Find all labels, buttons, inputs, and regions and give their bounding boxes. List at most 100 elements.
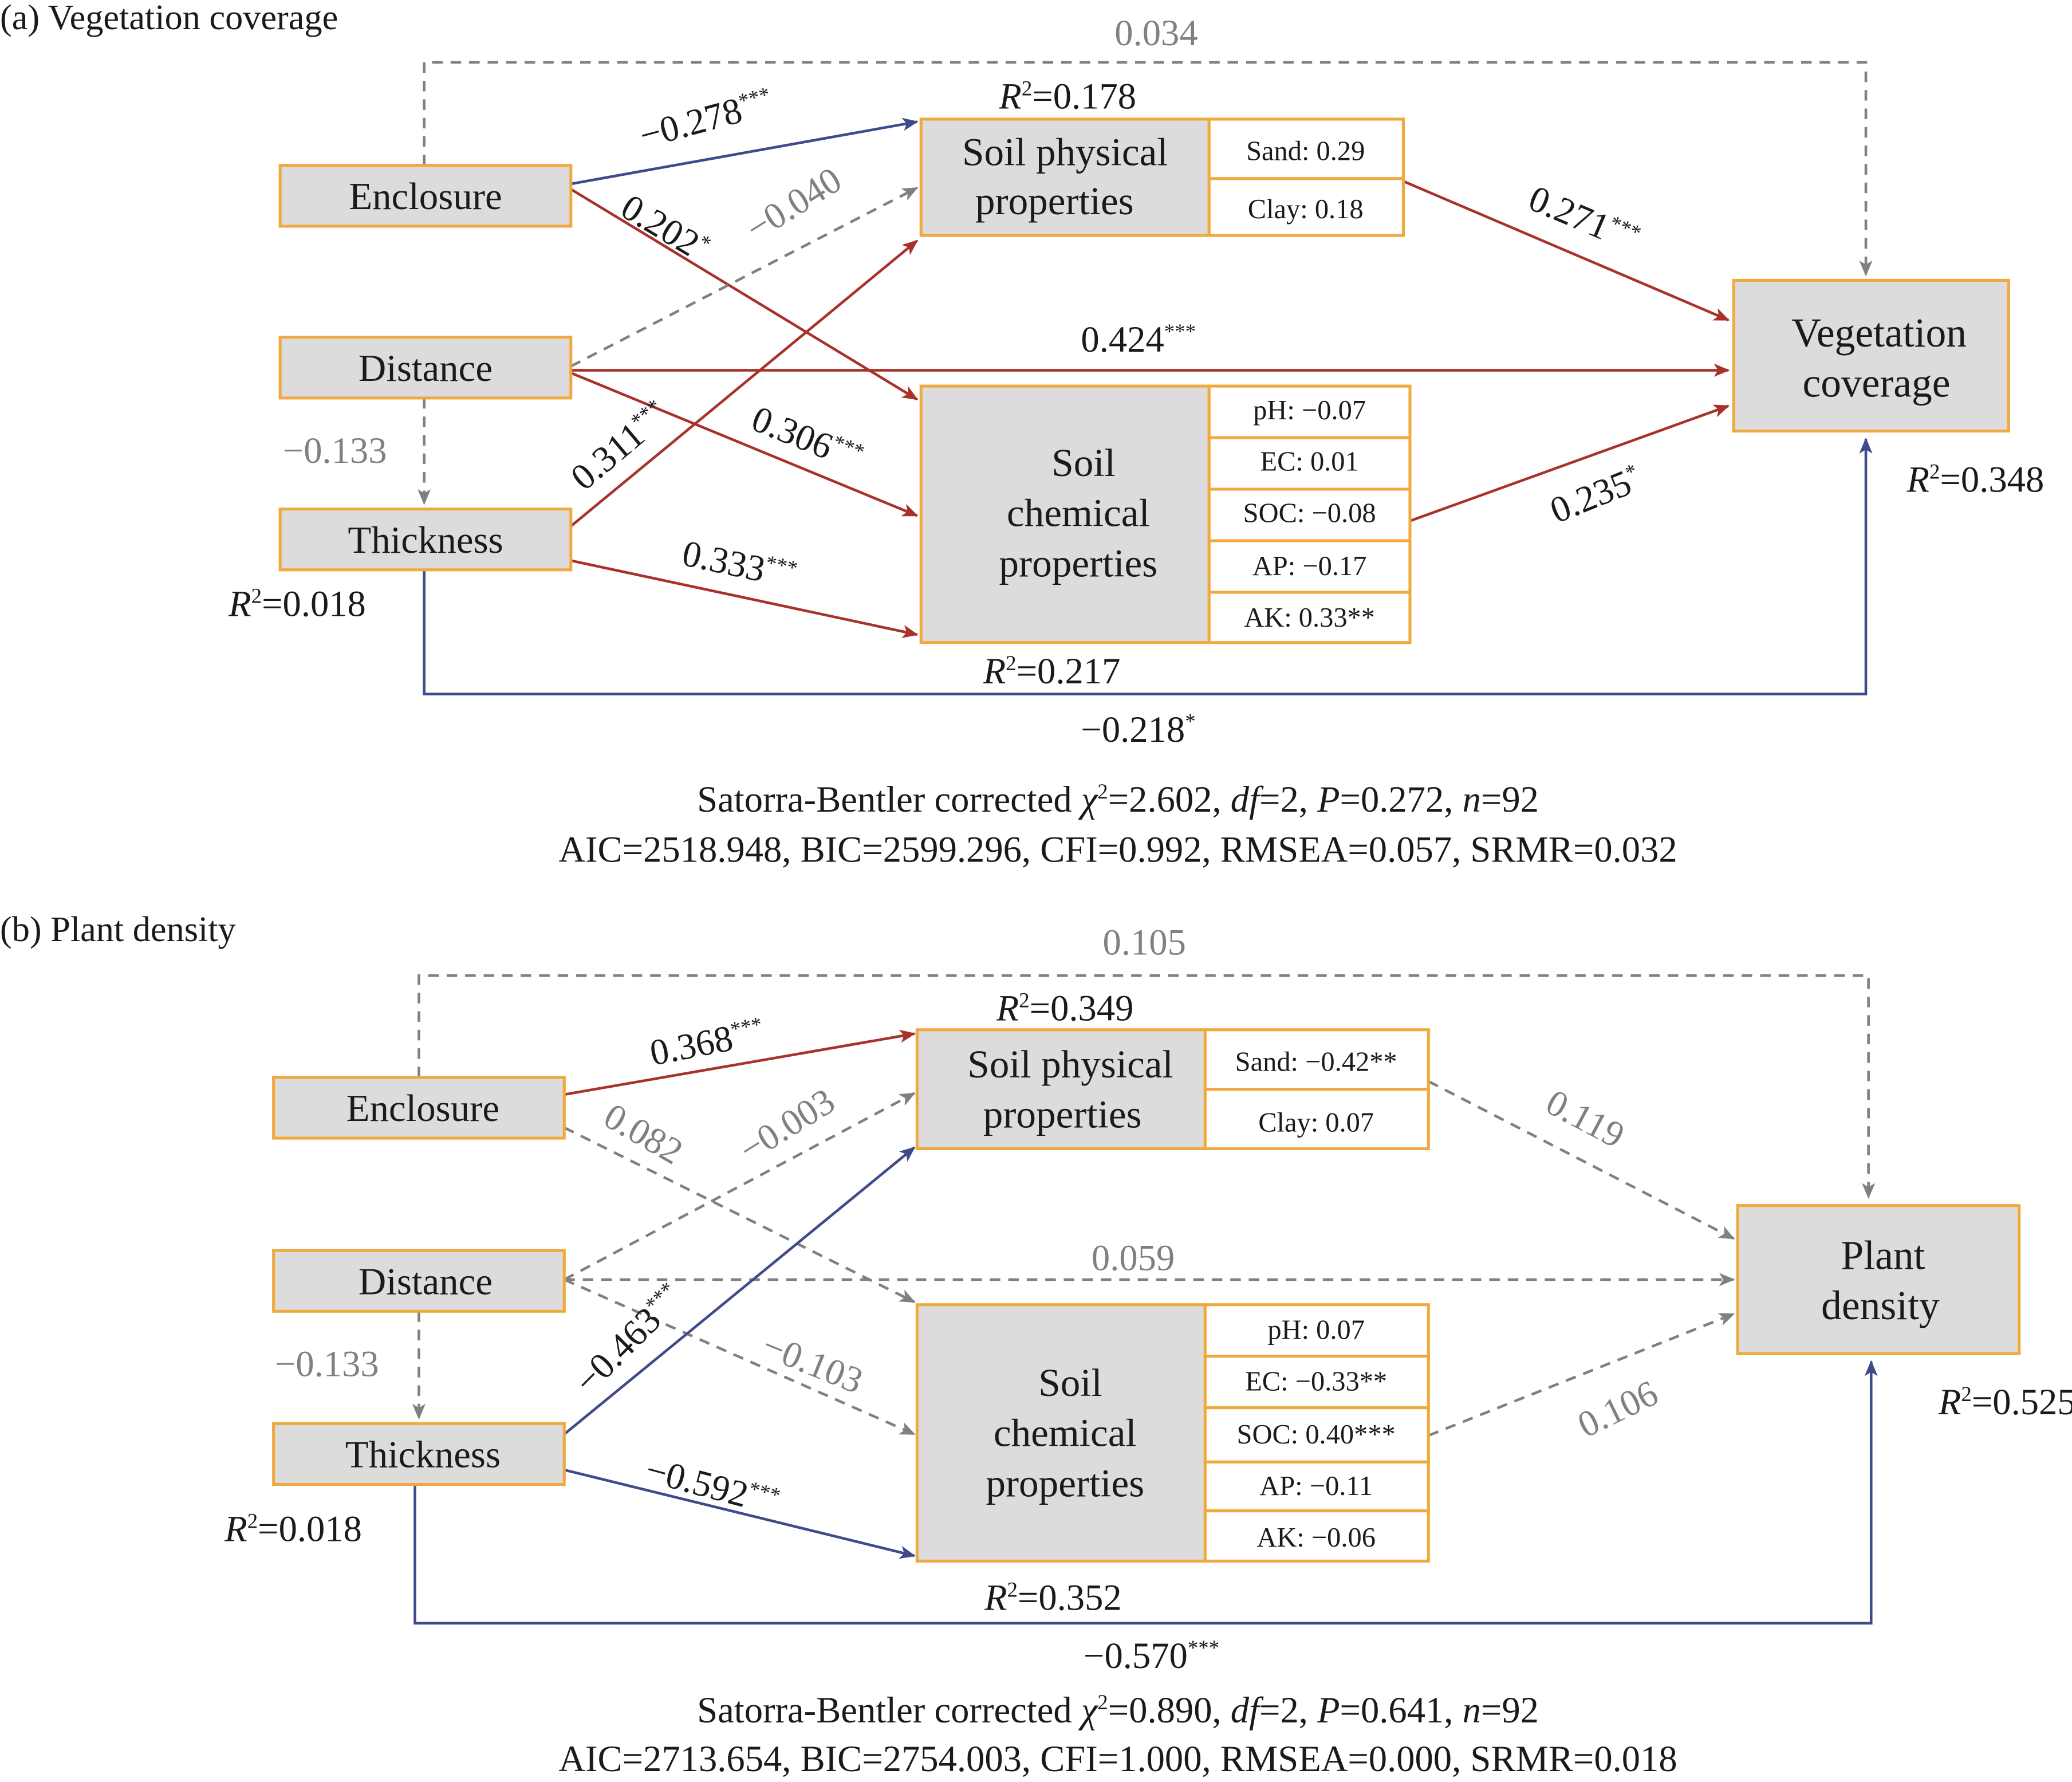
path-a-enclosure-outcome xyxy=(423,61,1873,277)
coef-b-distance-outcome: 0.059 xyxy=(1092,1237,1175,1279)
path-b-distance-chemical xyxy=(564,1278,916,1435)
indicator-b-ak: AK: −0.06 xyxy=(1256,1523,1376,1553)
path-a-thickness-physical xyxy=(570,239,919,528)
coef-a-thickness-outcome: −0.218* xyxy=(1081,709,1195,750)
node-a-distance: Distance xyxy=(278,336,573,400)
svg-text:Plant: Plant xyxy=(1841,1233,1925,1278)
indicator-b-ph: pH: 0.07 xyxy=(1267,1315,1365,1346)
indicator-a-clay: Clay: 0.18 xyxy=(1248,194,1364,225)
path-b-thickness-outcome xyxy=(413,1360,1878,1625)
svg-text:Distance: Distance xyxy=(359,347,493,390)
r2-b-outcome: R2=0.525 xyxy=(1938,1381,2072,1422)
r2-a-chemical: R2=0.217 xyxy=(983,650,1121,691)
indicator-a-ap: AP: −0.17 xyxy=(1252,551,1367,581)
path-b-thickness-physical xyxy=(563,1146,916,1435)
path-b-enclosure-chemical xyxy=(564,1126,916,1304)
coef-b-distance-chemical: −0.103 xyxy=(757,1324,869,1402)
svg-text:properties: properties xyxy=(999,541,1157,585)
r2-a-physical: R2=0.178 xyxy=(998,76,1136,117)
svg-text:chemical: chemical xyxy=(1007,491,1150,535)
coef-b-enclosure-chemical: 0.082 xyxy=(597,1095,690,1172)
svg-text:Thickness: Thickness xyxy=(348,519,503,561)
coef-a-thickness-physical: 0.311*** xyxy=(563,394,676,498)
node-a-thickness: Thickness xyxy=(278,508,573,572)
node-b-enclosure: Enclosure xyxy=(272,1076,566,1140)
r2-a-outcome: R2=0.348 xyxy=(1906,459,2045,500)
indicator-b-soc: SOC: 0.40*** xyxy=(1237,1419,1396,1450)
svg-text:Thickness: Thickness xyxy=(345,1434,501,1476)
indicator-a-soc: SOC: −0.08 xyxy=(1243,498,1376,529)
panel-a-title: (a) Vegetation coverage xyxy=(0,0,338,37)
path-b-thickness-chemical xyxy=(564,1468,916,1559)
svg-text:Enclosure: Enclosure xyxy=(349,175,502,218)
coef-a-distance-thickness: −0.133 xyxy=(283,430,387,471)
coef-b-enclosure-physical: 0.368*** xyxy=(647,1011,767,1073)
svg-text:density: density xyxy=(1821,1283,1940,1328)
coef-b-thickness-chemical: −0.592*** xyxy=(641,1449,783,1524)
coef-b-thickness-outcome: −0.570*** xyxy=(1084,1635,1219,1676)
svg-text:Soil physical: Soil physical xyxy=(967,1042,1173,1086)
path-b-physical-outcome xyxy=(1428,1080,1735,1240)
path-a-thickness-outcome xyxy=(423,438,1873,696)
svg-text:Distance: Distance xyxy=(359,1260,493,1303)
coef-a-enclosure-outcome: 0.034 xyxy=(1114,12,1197,53)
panel-b-title: (b) Plant density xyxy=(0,910,236,949)
svg-text:properties: properties xyxy=(986,1461,1144,1505)
svg-text:Vegetation: Vegetation xyxy=(1791,310,1967,356)
node-a-soil-physical: Soil physical properties Sand: 0.29 Clay… xyxy=(919,117,1405,237)
svg-text:properties: properties xyxy=(983,1092,1142,1136)
panel-a: (a) Vegetation coverage Enclosure Distan… xyxy=(0,0,2044,870)
path-a-distance-chemical xyxy=(570,371,919,517)
path-a-chemical-outcome xyxy=(1409,404,1730,522)
coef-b-physical-outcome: 0.119 xyxy=(1539,1081,1631,1156)
svg-text:Soil physical: Soil physical xyxy=(962,130,1168,174)
indicator-b-clay: Clay: 0.07 xyxy=(1258,1107,1374,1138)
path-a-enclosure-physical xyxy=(570,117,919,186)
node-a-vegetation-coverage: Vegetation coverage xyxy=(1732,278,2010,433)
coef-a-distance-physical: −0.040 xyxy=(738,159,848,249)
indicator-a-sand: Sand: 0.29 xyxy=(1246,136,1365,167)
node-a-soil-chemical: Soil chemical properties pH: −0.07 EC: 0… xyxy=(919,384,1412,644)
r2-b-physical: R2=0.349 xyxy=(996,988,1134,1029)
panel-b: (b) Plant density Enclosure Distance Thi… xyxy=(0,910,2072,1779)
indicator-b-ec: EC: −0.33** xyxy=(1245,1367,1387,1397)
path-b-enclosure-physical xyxy=(564,1029,916,1096)
svg-text:chemical: chemical xyxy=(994,1411,1137,1455)
svg-text:coverage: coverage xyxy=(1802,361,1950,406)
svg-text:Enclosure: Enclosure xyxy=(346,1087,500,1130)
fit-b-line2: AIC=2713.654, BIC=2754.003, CFI=1.000, R… xyxy=(558,1738,1677,1779)
node-b-plant-density: Plant density xyxy=(1736,1204,2021,1355)
indicator-a-ph: pH: −0.07 xyxy=(1253,395,1366,426)
r2-b-chemical: R2=0.352 xyxy=(984,1577,1122,1618)
fit-b-line1: Satorra-Bentler corrected χ2=0.890, df=2… xyxy=(697,1689,1539,1730)
path-a-thickness-chemical xyxy=(570,559,919,638)
coef-a-distance-chemical: 0.306*** xyxy=(746,398,868,479)
indicator-b-sand: Sand: −0.42** xyxy=(1235,1047,1397,1077)
indicator-a-ec: EC: 0.01 xyxy=(1260,447,1359,477)
coef-a-enclosure-chemical: 0.202* xyxy=(614,186,716,269)
coef-b-chemical-outcome: 0.106 xyxy=(1571,1372,1664,1445)
coef-a-physical-outcome: 0.271*** xyxy=(1523,177,1645,260)
coef-b-distance-physical: −0.003 xyxy=(732,1080,842,1170)
coef-a-chemical-outcome: 0.235* xyxy=(1544,458,1646,531)
fit-a-line1: Satorra-Bentler corrected χ2=2.602, df=2… xyxy=(697,778,1539,820)
path-a-physical-outcome xyxy=(1403,180,1730,321)
coef-a-enclosure-physical: −0.278*** xyxy=(635,81,777,156)
node-b-distance: Distance xyxy=(272,1249,566,1313)
svg-text:Soil: Soil xyxy=(1051,440,1116,485)
svg-text:Soil: Soil xyxy=(1038,1360,1102,1405)
r2-a-thickness: R2=0.018 xyxy=(228,583,366,624)
coef-b-distance-thickness: −0.133 xyxy=(275,1343,379,1384)
indicator-a-ak: AK: 0.33** xyxy=(1244,603,1375,633)
node-b-thickness: Thickness xyxy=(272,1422,566,1486)
r2-b-thickness: R2=0.018 xyxy=(224,1508,362,1549)
node-b-soil-chemical: Soil chemical properties pH: 0.07 EC: −0… xyxy=(915,1303,1430,1563)
coef-a-distance-outcome: 0.424*** xyxy=(1081,318,1196,360)
coef-b-enclosure-outcome: 0.105 xyxy=(1103,921,1186,962)
node-b-soil-physical: Soil physical properties Sand: −0.42** C… xyxy=(915,1028,1430,1150)
path-a-distance-physical xyxy=(570,186,919,368)
fit-a-line2: AIC=2518.948, BIC=2599.296, CFI=0.992, R… xyxy=(558,829,1677,870)
path-a-enclosure-chemical xyxy=(570,188,919,401)
indicator-b-ap: AP: −0.11 xyxy=(1259,1471,1373,1501)
